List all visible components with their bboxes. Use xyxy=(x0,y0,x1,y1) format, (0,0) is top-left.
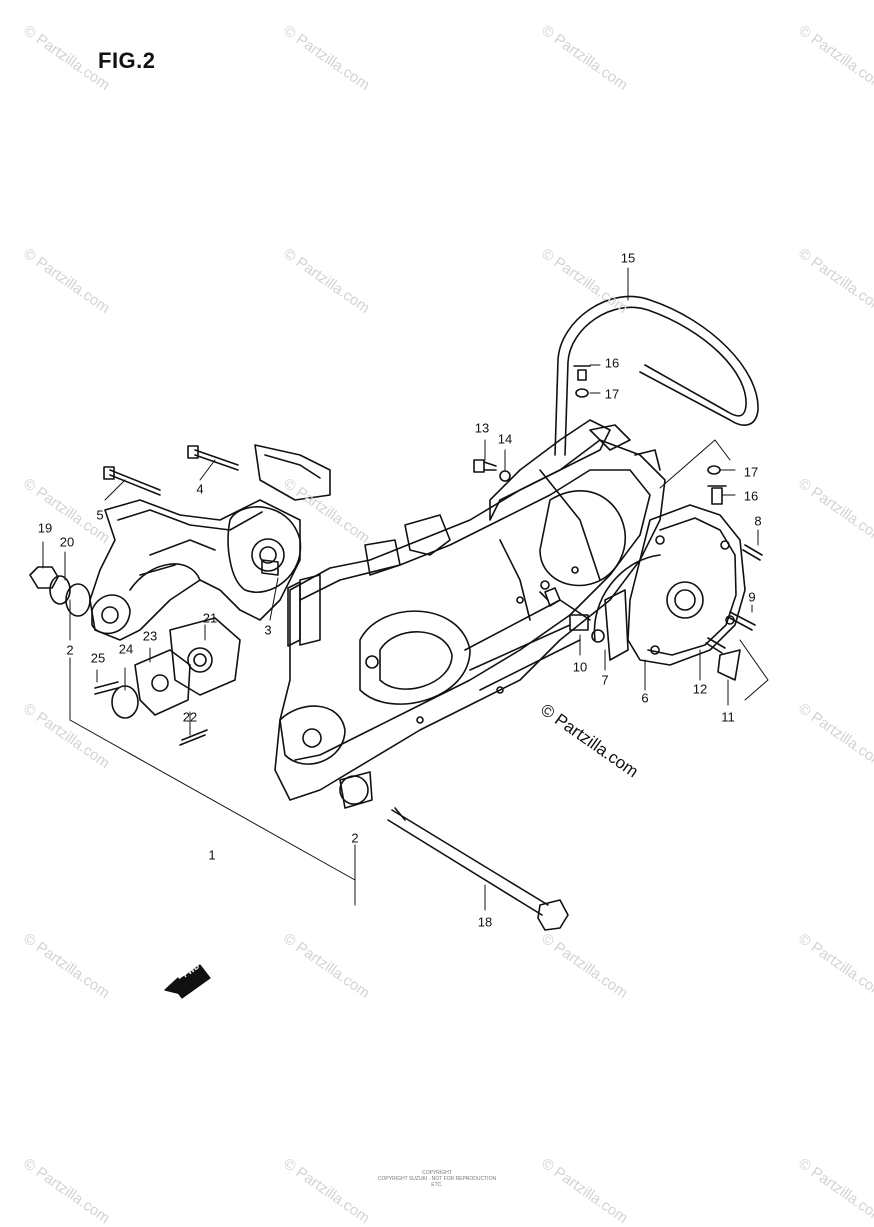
leader-lines xyxy=(42,267,769,911)
callout-20[interactable]: 20 xyxy=(59,534,75,550)
callout-25[interactable]: 25 xyxy=(90,650,106,666)
callout-7[interactable]: 7 xyxy=(601,672,609,688)
fwd-arrow xyxy=(164,964,211,999)
callout-8[interactable]: 8 xyxy=(754,513,762,529)
footer-line-2: COPYRIGHT SUZUKI · NOT FOR REPRODUCTION … xyxy=(377,1176,497,1188)
callout-16[interactable]: 16 xyxy=(604,355,620,371)
callout-19[interactable]: 19 xyxy=(37,520,53,536)
callout-21[interactable]: 21 xyxy=(202,610,218,626)
callout-22[interactable]: 22 xyxy=(182,709,198,725)
callout-9[interactable]: 9 xyxy=(748,589,756,605)
crankcase-exploded-drawing xyxy=(29,267,769,999)
callout-24[interactable]: 24 xyxy=(118,641,134,657)
callout-12[interactable]: 12 xyxy=(692,681,708,697)
callout-13[interactable]: 13 xyxy=(474,420,490,436)
callout-6[interactable]: 6 xyxy=(641,690,649,706)
gasket xyxy=(593,554,661,641)
crankcase-body xyxy=(274,419,666,801)
fasteners xyxy=(29,365,763,931)
callout-11[interactable]: 11 xyxy=(721,709,735,725)
engine-mount-bracket xyxy=(89,444,331,641)
callout-16[interactable]: 16 xyxy=(743,488,759,504)
callout-5[interactable]: 5 xyxy=(96,507,104,523)
callout-23[interactable]: 23 xyxy=(142,628,158,644)
callout-17[interactable]: 17 xyxy=(604,386,620,402)
callout-2[interactable]: 2 xyxy=(66,642,74,658)
callout-1[interactable]: 1 xyxy=(208,847,216,863)
transmission-cover xyxy=(604,504,746,666)
parts-diagram: FIG.2 © Partzilla.com © Partzilla.com © … xyxy=(20,22,874,1227)
callout-10[interactable]: 10 xyxy=(572,659,588,675)
callout-14[interactable]: 14 xyxy=(497,431,513,447)
callout-4[interactable]: 4 xyxy=(196,481,204,497)
callout-3[interactable]: 3 xyxy=(264,622,272,638)
footer-line-1: COPYRIGHT xyxy=(422,1170,452,1176)
figure-title: FIG.2 xyxy=(98,48,156,73)
footer-note: COPYRIGHT COPYRIGHT SUZUKI · NOT FOR REP… xyxy=(377,1170,497,1188)
callout-15[interactable]: 15 xyxy=(620,250,636,266)
breather-hose xyxy=(554,295,759,456)
callout-18[interactable]: 18 xyxy=(477,914,493,930)
o-ring-small xyxy=(591,629,605,643)
callout-17[interactable]: 17 xyxy=(743,464,759,480)
callout-2[interactable]: 2 xyxy=(351,830,359,846)
